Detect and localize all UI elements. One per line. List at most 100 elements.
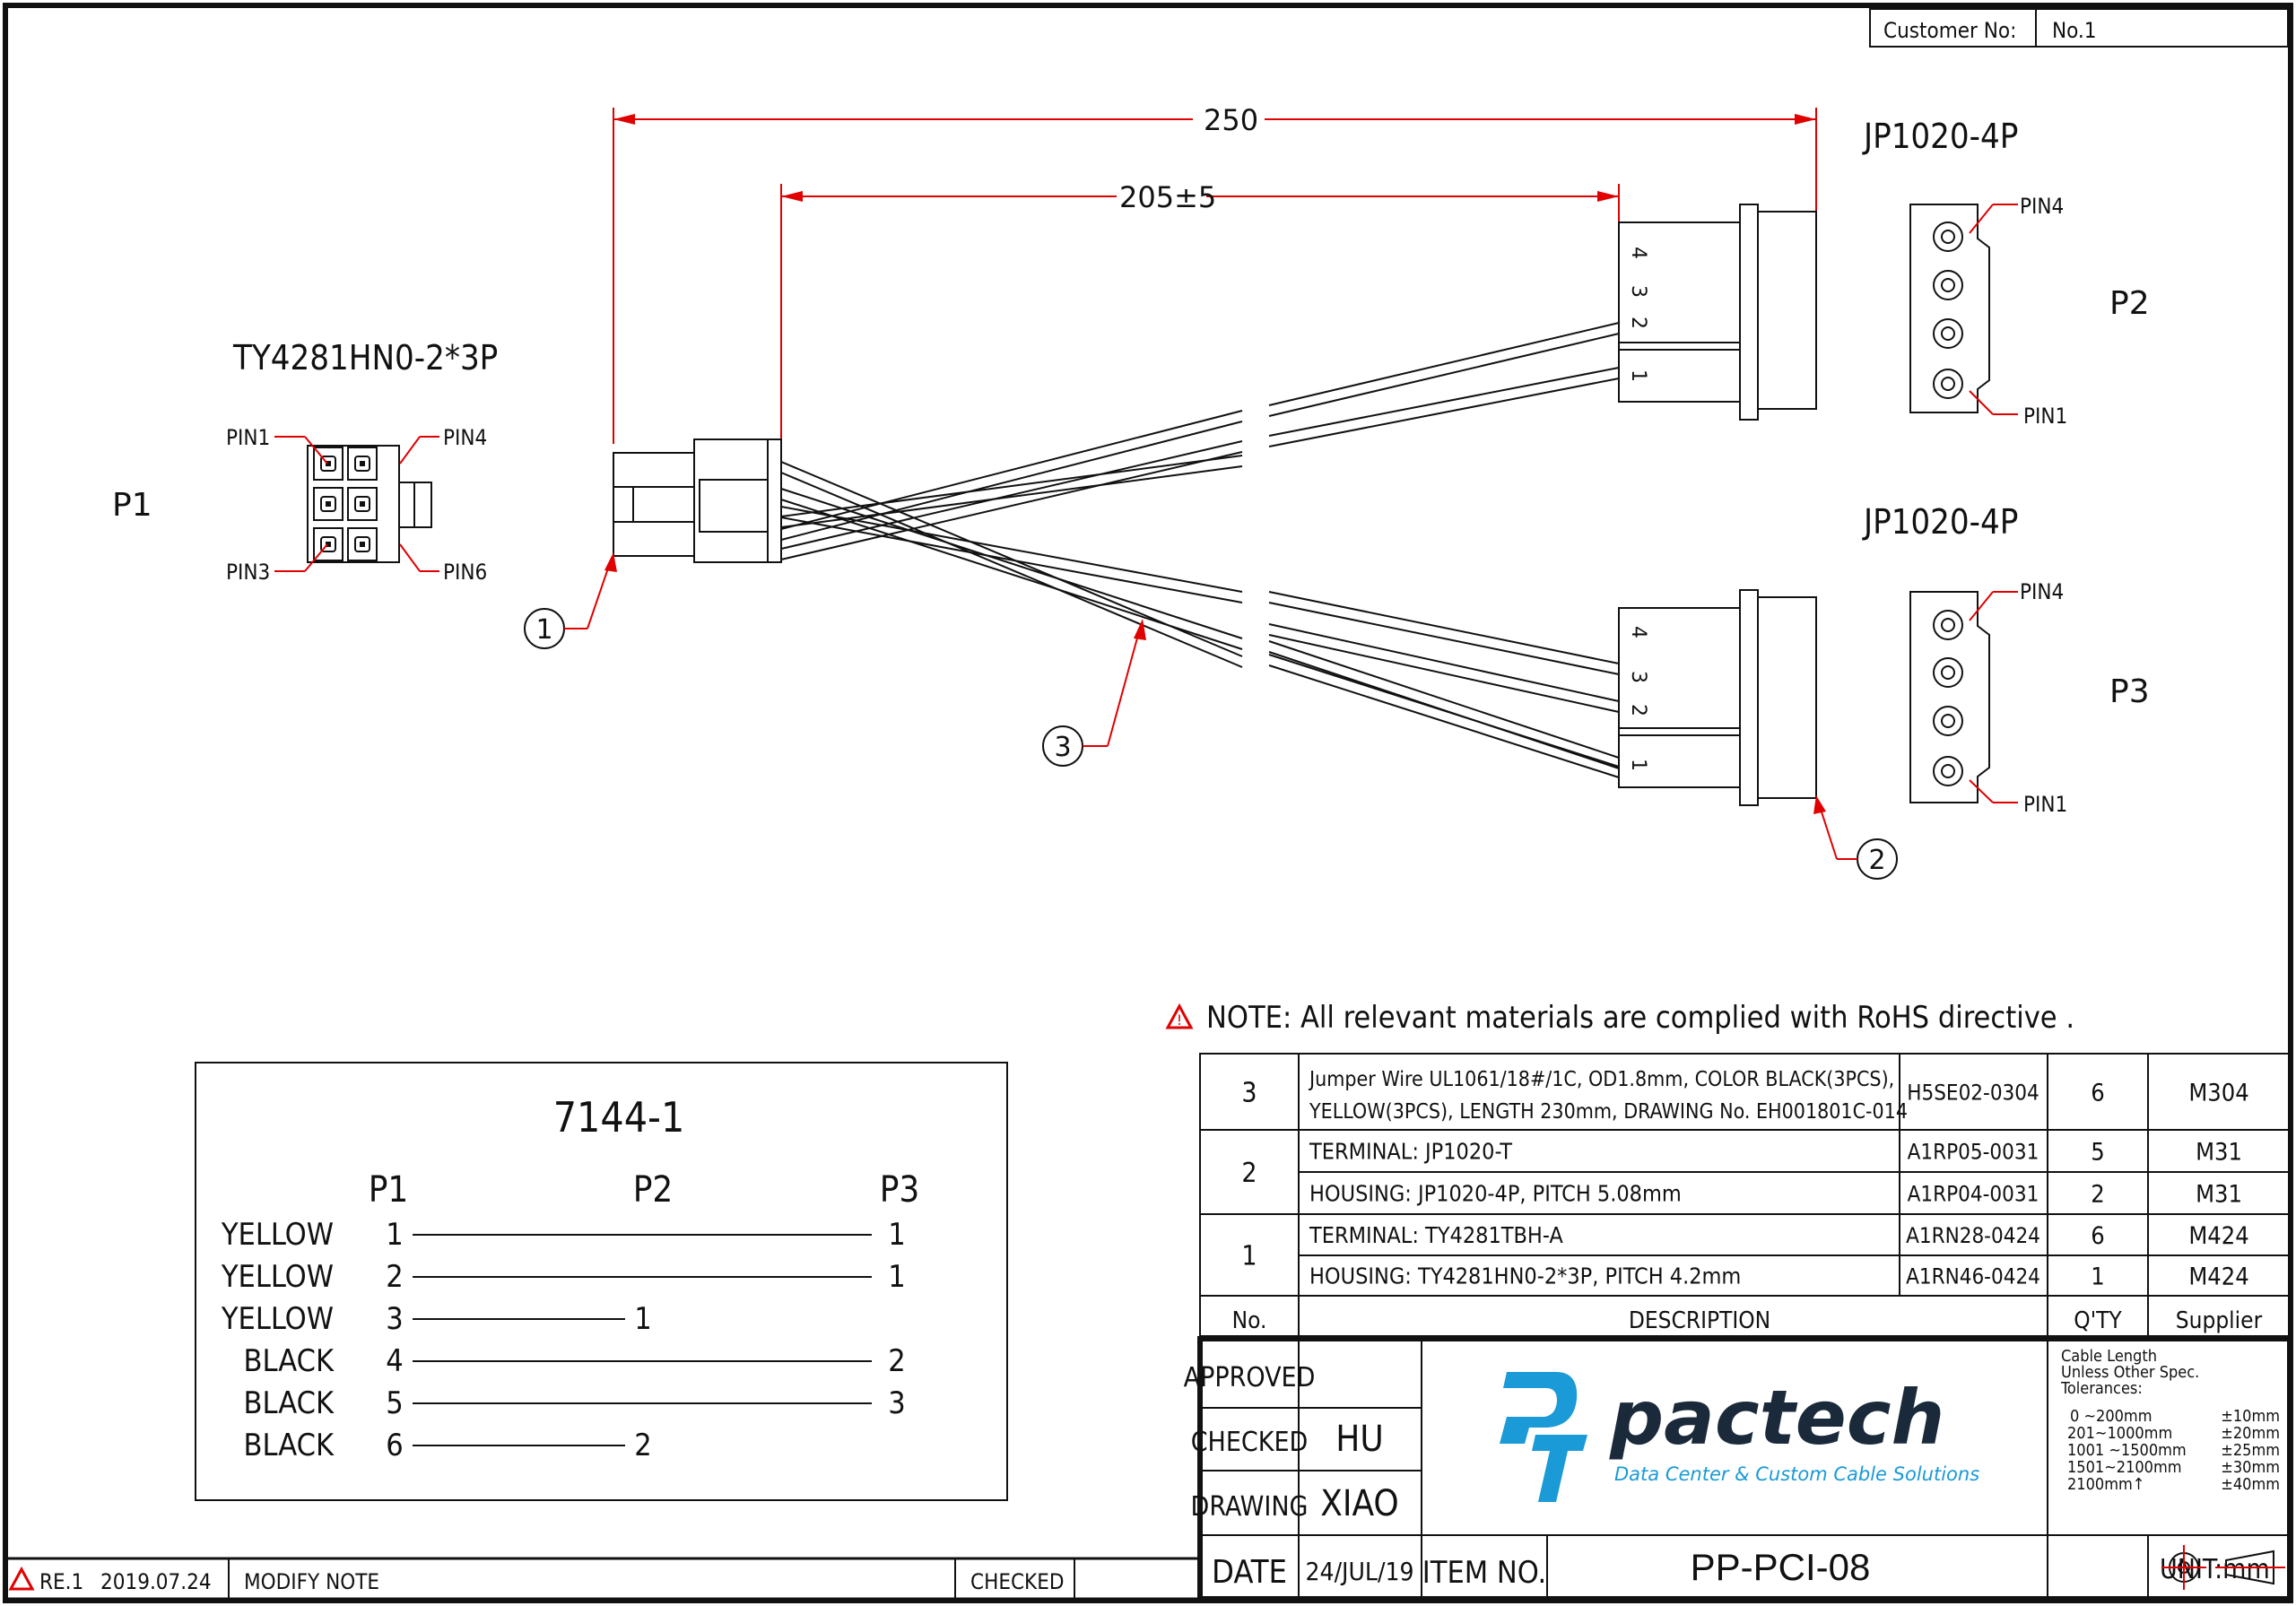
bom-item-number: 1 xyxy=(1241,1241,1257,1272)
target-pin-number: 3 xyxy=(888,1385,905,1421)
wire-color: YELLOW xyxy=(221,1301,334,1337)
customer-label: Customer No: xyxy=(1883,18,2016,43)
projection-symbol-icon xyxy=(2161,1545,2285,1590)
p3-pins xyxy=(1933,610,1963,786)
bom-header-no: No. xyxy=(1232,1307,1267,1334)
drawing-label: DRAWING xyxy=(1191,1491,1309,1523)
wire-color: YELLOW xyxy=(221,1259,334,1295)
p1-cavity xyxy=(347,447,378,481)
unit-label: UNIT:mm xyxy=(2160,1554,2270,1585)
warning-icon xyxy=(1165,1003,1194,1029)
bom-description: Jumper Wire UL1061/18#/1C, OD1.8mm, COLO… xyxy=(1308,1068,1894,1091)
bom-row: HOUSING: TY4281HN0-2*3P, PITCH 4.2mm A1RN… xyxy=(1309,1263,2249,1291)
wiring-header-p3: P3 xyxy=(880,1169,920,1211)
p3-part-number: JP1020-4P xyxy=(1862,502,2018,542)
wiring-header-p2: P2 xyxy=(633,1169,674,1211)
bom-part-code: A1RN28-0424 xyxy=(1906,1223,2040,1248)
p1-cavity xyxy=(313,487,344,521)
bom-part-code: A1RN46-0424 xyxy=(1906,1264,2040,1289)
revision-bar: RE.1 2019.07.24 MODIFY NOTE CHECKED xyxy=(4,1557,1202,1601)
tolerance-range: 2100mm↑ xyxy=(2067,1475,2144,1494)
bom-quantity: 6 xyxy=(2091,1080,2104,1107)
callout-2: 2 xyxy=(1813,795,1898,880)
bom-header-description: DESCRIPTION xyxy=(1629,1307,1770,1334)
bom-description: HOUSING: JP1020-4P, PITCH 5.08mm xyxy=(1309,1181,1682,1207)
target-pin-number: 1 xyxy=(888,1217,905,1253)
bom-quantity: 1 xyxy=(2091,1263,2104,1291)
callout-3: 3 xyxy=(1042,619,1146,767)
p1-pin-number: 2 xyxy=(386,1259,403,1295)
p1-pin-number: 1 xyxy=(386,1217,403,1253)
dimension-branch-value: 205±5 xyxy=(1119,180,1216,214)
bom-description: HOUSING: TY4281HN0-2*3P, PITCH 4.2mm xyxy=(1309,1263,1741,1289)
terminal-pin xyxy=(1933,318,1963,349)
p2-side-housing: 4 3 2 1 xyxy=(1618,204,1817,421)
p1-pin-number: 3 xyxy=(386,1301,403,1337)
target-pin-number: 2 xyxy=(634,1428,651,1463)
target-pin-number: 2 xyxy=(888,1343,905,1379)
p3-side-housing: 4 3 2 1 xyxy=(1618,589,1817,806)
p1-pin1-label: PIN1 xyxy=(226,425,270,450)
p1-pin-number: 6 xyxy=(386,1428,403,1463)
pactech-logo: pactech Data Center & Custom Cable Solut… xyxy=(1500,1372,1979,1502)
bom-header-supplier: Supplier xyxy=(2176,1307,2263,1334)
bom-supplier: M424 xyxy=(2188,1222,2248,1250)
p1-cavity xyxy=(347,527,378,561)
dimension-overall: 250 xyxy=(613,103,1817,444)
callout-1-number: 1 xyxy=(535,614,552,646)
p1-pin6-label: PIN6 xyxy=(443,560,487,585)
wire-color: BLACK xyxy=(243,1343,334,1379)
rohs-note: ! NOTE: All relevant materials are compl… xyxy=(1165,1000,2074,1036)
callout-1: 1 xyxy=(524,552,617,649)
p2-pin4-label: PIN4 xyxy=(2020,194,2064,219)
tolerance-value: ±30mm xyxy=(2221,1458,2280,1477)
p1-pin-number: 4 xyxy=(386,1343,403,1379)
p2-cavity-2: 2 xyxy=(1627,317,1649,329)
bom-header-qty: Q'TY xyxy=(2074,1307,2122,1334)
bom-item-number: 2 xyxy=(1241,1158,1257,1189)
p2-part-number: JP1020-4P xyxy=(1862,117,2018,156)
bom-part-code: H5SE02-0304 xyxy=(1907,1081,2039,1106)
wiring-row: BLACK 4 2 xyxy=(243,1343,905,1379)
p1-part-number: TY4281HN0-2*3P xyxy=(232,338,498,378)
revision-checked-label: CHECKED xyxy=(970,1569,1064,1594)
bom-part-code: A1RP05-0031 xyxy=(1908,1140,2039,1165)
rohs-note-text: NOTE: All relevant materials are complie… xyxy=(1206,1000,2074,1036)
bom-supplier: M31 xyxy=(2196,1181,2242,1209)
target-pin-number: 1 xyxy=(888,1259,905,1295)
tolerance-block: Cable Length Unless Other Spec. Toleranc… xyxy=(2060,1347,2280,1494)
tolerance-range: 201~1000mm xyxy=(2067,1424,2172,1443)
item-no-value: PP-PCI-08 xyxy=(1691,1546,1871,1588)
wiring-header-p1: P1 xyxy=(369,1169,409,1211)
bom-description: YELLOW(3PCS), LENGTH 230mm, DRAWING No. … xyxy=(1309,1100,1908,1124)
p2-cavity-4: 4 xyxy=(1627,247,1649,259)
bom-table: Jumper Wire UL1061/18#/1C, OD1.8mm, COLO… xyxy=(1199,1053,2291,1337)
logo-p-icon xyxy=(1500,1372,1578,1444)
revision-date: 2019.07.24 xyxy=(100,1569,212,1594)
terminal-pin xyxy=(1933,369,1963,399)
callout-3-number: 3 xyxy=(1054,732,1071,763)
wire-bundle xyxy=(780,322,1620,778)
p2-pin1-label: PIN1 xyxy=(2023,404,2067,429)
item-no-label: ITEM NO. xyxy=(1422,1555,1546,1591)
tolerance-range: 1501~2100mm xyxy=(2067,1458,2182,1477)
customer-box: Customer No: No.1 xyxy=(1869,8,2289,48)
tolerance-title-2: Unless Other Spec. xyxy=(2061,1363,2199,1382)
p3-label: P3 xyxy=(2109,673,2150,710)
logo-t-icon xyxy=(1532,1435,1587,1502)
p3-face-view: JP1020-4P P3 PIN4 PIN1 xyxy=(1862,502,2150,817)
revision-warning-icon xyxy=(8,1566,35,1591)
p1-pin4-label: PIN4 xyxy=(443,425,487,450)
p3-cavity-1: 1 xyxy=(1627,759,1649,771)
p3-pin1-label: PIN1 xyxy=(2023,792,2067,817)
checked-label: CHECKED xyxy=(1191,1427,1309,1458)
approved-label: APPROVED xyxy=(1184,1362,1316,1393)
p2-face-view: JP1020-4P P2 PIN4 PIN1 xyxy=(1862,117,2150,429)
bom-supplier: M424 xyxy=(2188,1263,2248,1291)
bom-row: Jumper Wire UL1061/18#/1C, OD1.8mm, COLO… xyxy=(1308,1068,2249,1124)
